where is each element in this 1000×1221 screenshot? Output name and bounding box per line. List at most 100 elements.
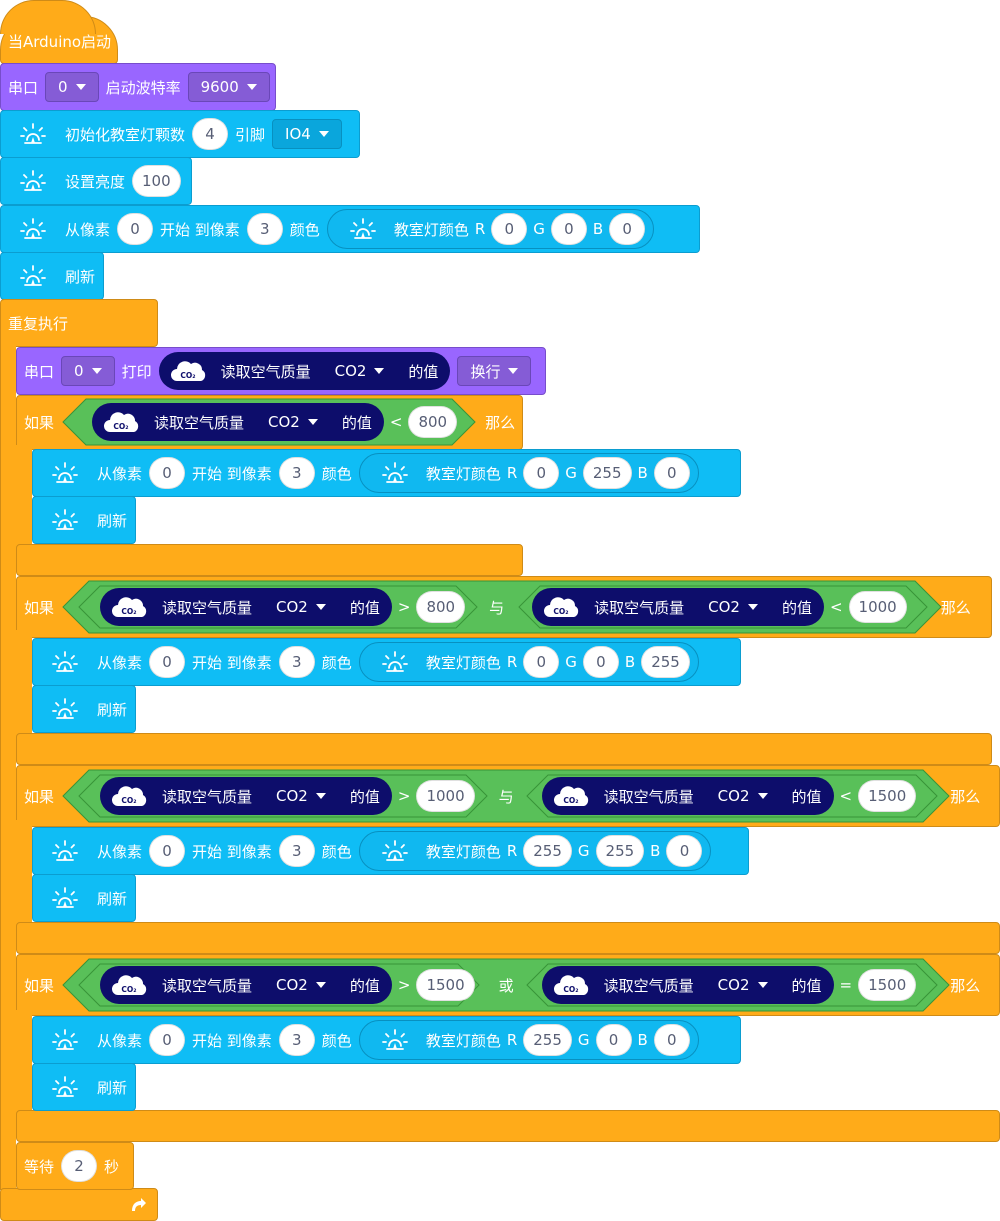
co2-value-label: 的值 (781, 598, 812, 617)
forever-loop-arm (0, 340, 16, 1190)
print-label: 打印 (121, 362, 152, 381)
wait-seconds-input[interactable]: 2 (61, 1150, 98, 1182)
b-label: B (592, 220, 604, 238)
if-label: 如果 (24, 413, 55, 432)
chevron-down-icon (91, 368, 102, 374)
newline-dropdown[interactable]: 换行 (457, 356, 532, 386)
brightness-input[interactable]: 100 (132, 165, 181, 197)
pixel-to-input[interactable]: 3 (278, 646, 315, 678)
b-input[interactable]: 0 (666, 835, 703, 867)
co2-value-label: 的值 (349, 976, 380, 995)
lamp-color-reporter[interactable]: 教室灯颜色 R 0 G 0 B 0 (326, 209, 655, 249)
serial-port-dropdown[interactable]: 0 (45, 72, 99, 102)
refresh-block-4[interactable] (32, 1063, 136, 1111)
gas-dropdown[interactable]: CO2 (264, 592, 338, 622)
serial-port-value: 0 (58, 78, 68, 96)
lamp-icon (18, 166, 48, 196)
pixel-from-input[interactable]: 0 (149, 646, 186, 678)
svg-text:CO₂: CO₂ (563, 985, 578, 994)
threshold-input[interactable]: 800 (416, 591, 466, 623)
pixel-to-input[interactable]: 3 (246, 213, 283, 245)
co2-reporter[interactable]: CO₂ 读取空气质量 CO2 的值 (100, 777, 392, 815)
baud-label: 启动波特率 (105, 78, 181, 97)
co2-reporter[interactable]: CO₂ 读取空气质量 CO2 的值 (92, 403, 384, 441)
threshold-input[interactable]: 800 (408, 406, 458, 438)
b-input[interactable]: 0 (609, 213, 646, 245)
lamp-icon (50, 836, 80, 866)
pixel-from-input[interactable]: 0 (117, 213, 154, 245)
co2-reporter[interactable]: CO₂ 读取空气质量 CO2 的值 (541, 777, 834, 815)
pixel-to-input[interactable]: 3 (278, 835, 315, 867)
b-input[interactable]: 255 (641, 646, 690, 678)
then-label: 那么 (485, 413, 516, 432)
b-input[interactable]: 0 (653, 457, 690, 489)
co2-value-label: 的值 (349, 787, 380, 806)
then-label: 那么 (940, 598, 971, 617)
b-input[interactable]: 0 (653, 1024, 690, 1056)
print-port-dropdown[interactable]: 0 (61, 356, 115, 386)
gas-dropdown[interactable]: CO2 (706, 781, 780, 811)
pixel-from-input[interactable]: 0 (149, 835, 186, 867)
refresh-block[interactable] (0, 252, 104, 300)
svg-text:CO₂: CO₂ (113, 422, 128, 431)
lamp-color-label: 教室灯颜色 (425, 1031, 501, 1050)
gas-value: CO2 (708, 598, 740, 616)
pin-dropdown[interactable]: IO4 (272, 119, 342, 149)
chevron-down-icon (757, 982, 768, 988)
co2-reporter[interactable]: CO₂ 读取空气质量 CO2 的值 (100, 588, 392, 626)
svg-text:CO₂: CO₂ (554, 607, 569, 616)
co2-reporter[interactable]: CO₂ 读取空气质量 CO2 的值 (541, 966, 834, 1004)
chevron-down-icon (318, 131, 329, 137)
lamp-color-reporter[interactable]: 教室灯颜色 R 255 G 255 B 0 (358, 831, 712, 871)
g-input[interactable]: 255 (595, 835, 645, 867)
gas-dropdown[interactable]: CO2 (256, 407, 330, 437)
lamp-color-reporter[interactable]: 教室灯颜色 R 0 G 255 B 0 (358, 453, 699, 493)
r-input[interactable]: 0 (523, 457, 560, 489)
threshold-input[interactable]: 1500 (858, 969, 917, 1001)
compare-operator: = (839, 976, 853, 994)
co2-read-label: 读取空气质量 (162, 787, 253, 806)
gas-value: CO2 (276, 787, 308, 805)
lamp-icon (18, 119, 48, 149)
r-input[interactable]: 255 (523, 835, 572, 867)
gas-dropdown[interactable]: CO2 (696, 592, 770, 622)
threshold-input[interactable]: 1000 (416, 780, 475, 812)
co2-cloud-icon: CO₂ (542, 593, 582, 621)
co2-reporter[interactable]: CO₂ 读取空气质量 CO2 的值 (100, 966, 392, 1004)
gas-dropdown[interactable]: CO2 (323, 356, 397, 386)
pixel-from-input[interactable]: 0 (149, 1024, 186, 1056)
refresh-label: 刷新 (97, 511, 128, 530)
gas-dropdown[interactable]: CO2 (264, 781, 338, 811)
r-input[interactable]: 0 (523, 646, 560, 678)
baud-dropdown[interactable]: 9600 (187, 72, 270, 102)
threshold-input[interactable]: 1500 (858, 780, 917, 812)
g-input[interactable]: 0 (595, 1024, 632, 1056)
threshold-input[interactable]: 1500 (416, 969, 475, 1001)
gas-dropdown[interactable]: CO2 (706, 970, 780, 1000)
b-label: B (637, 1031, 648, 1049)
pin-label: 引脚 (235, 125, 266, 144)
gas-dropdown[interactable]: CO2 (264, 970, 338, 1000)
r-input[interactable]: 0 (491, 213, 528, 245)
lamp-color-reporter[interactable]: 教室灯颜色 R 255 G 0 B 0 (358, 1020, 699, 1060)
refresh-block-2[interactable] (32, 685, 136, 733)
pixel-to-input[interactable]: 3 (278, 1024, 315, 1056)
co2-reporter[interactable]: CO₂ 读取空气质量 CO2 的值 (532, 588, 824, 626)
refresh-block-3[interactable] (32, 874, 136, 922)
g-input[interactable]: 0 (582, 646, 619, 678)
refresh-label: 刷新 (97, 889, 128, 908)
pixel-color-label: 颜色 (289, 220, 320, 239)
lamp-count-input[interactable]: 4 (192, 118, 229, 150)
chevron-down-icon (246, 84, 257, 90)
threshold-input[interactable]: 1000 (848, 591, 907, 623)
pixel-from-input[interactable]: 0 (149, 457, 186, 489)
r-input[interactable]: 255 (523, 1024, 572, 1056)
pixel-to-input[interactable]: 3 (278, 457, 315, 489)
co2-reporter[interactable]: CO₂ 读取空气质量 CO2 的值 (158, 352, 451, 390)
forever-loop-block[interactable] (0, 299, 158, 347)
g-input[interactable]: 0 (550, 213, 587, 245)
b-label: B (624, 653, 636, 671)
lamp-color-reporter[interactable]: 教室灯颜色 R 0 G 0 B 255 (358, 642, 699, 682)
g-input[interactable]: 255 (582, 457, 632, 489)
refresh-block-1[interactable] (32, 496, 136, 544)
